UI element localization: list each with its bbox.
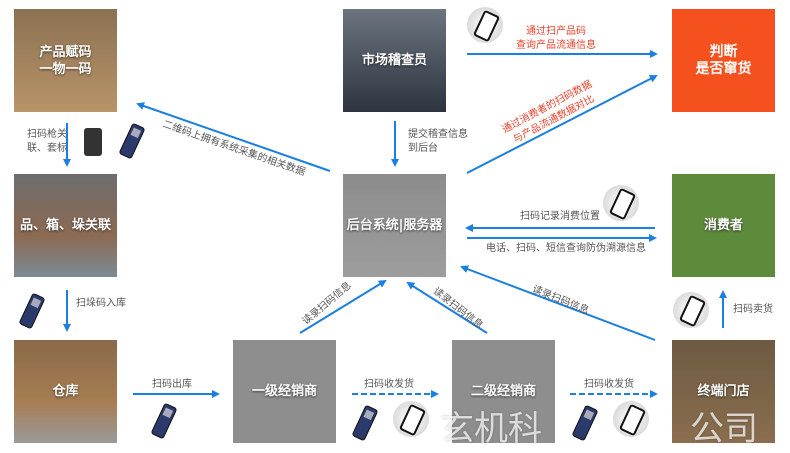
phone-icon bbox=[393, 401, 429, 437]
label-out: 扫码出库 bbox=[152, 379, 192, 390]
arrow-dealer1-server bbox=[299, 279, 387, 334]
label-ship2: 扫码收发货 bbox=[584, 379, 634, 390]
node-warehouse: 仓库 bbox=[14, 340, 117, 443]
label-scan-link: 扫码枪关 联、套标 bbox=[27, 129, 67, 154]
arrow-server-judge bbox=[466, 75, 658, 174]
node-consumer: 消费者 bbox=[672, 174, 775, 277]
phone-icon bbox=[467, 7, 503, 43]
node-store: 终端门店 bbox=[672, 340, 775, 443]
node-dealer1: 一级经销商 bbox=[233, 340, 336, 443]
label-query-flow: 通过扫产品码 查询产品流通信息 bbox=[516, 26, 596, 51]
node-server: 后台系统|服务器 bbox=[343, 174, 446, 277]
arrow-store-server bbox=[460, 265, 656, 341]
node-dealer2: 二级经销商 bbox=[452, 340, 555, 443]
label-pallet-in: 扫垛码入库 bbox=[76, 298, 126, 309]
phone-icon bbox=[603, 185, 639, 221]
node-inspector: 市场稽查员 bbox=[343, 9, 446, 112]
label-ship1: 扫码收发货 bbox=[364, 379, 414, 390]
phone-icon bbox=[673, 292, 709, 328]
label-query-trace: 电话、扫码、短信查询防伪溯源信息 bbox=[486, 243, 646, 254]
node-product: 产品赋码 一物一码 bbox=[14, 9, 117, 112]
arrow-server-product bbox=[136, 102, 331, 172]
phone-icon bbox=[613, 401, 649, 437]
label-sell: 扫码卖货 bbox=[733, 304, 773, 315]
node-pallet: 品、箱、垛关联 bbox=[14, 174, 117, 277]
label-submit: 提交稽查信息 到后台 bbox=[408, 129, 468, 154]
arrow-dealer2-server bbox=[406, 281, 488, 334]
fixed-scanner-icon bbox=[84, 128, 102, 156]
node-judge: 判断 是否窜货 bbox=[672, 9, 775, 112]
label-record-location: 扫码记录消费位置 bbox=[520, 211, 600, 222]
watermark-text: 公司 bbox=[690, 409, 758, 449]
watermark-text: 玄机科 bbox=[440, 409, 542, 449]
